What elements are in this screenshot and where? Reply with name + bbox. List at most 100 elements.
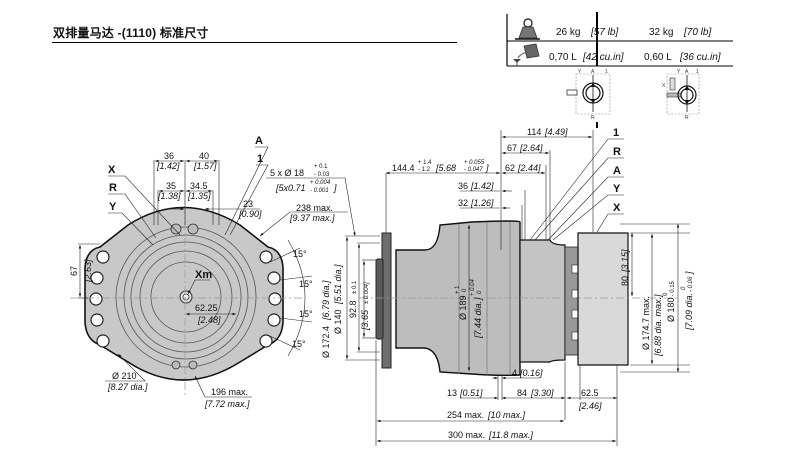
pilot-spigot	[375, 258, 384, 340]
dim-196: 196 max.	[211, 387, 248, 397]
label-xm: Xm	[195, 269, 212, 281]
port-label-a: A	[255, 135, 263, 147]
dim-196-in: [7.72 max.]	[204, 399, 250, 409]
dim-13: 13	[447, 388, 457, 398]
weight-icon	[515, 18, 540, 40]
dim-holes-in-tol-dn: - 0.001	[310, 188, 329, 194]
title-underline	[52, 42, 457, 43]
hydraulic-schematic-single: Y A 1 R	[566, 69, 611, 121]
dim-189-in-tol-up: + 0.04	[470, 278, 476, 296]
dim-172: Ø 172.4	[321, 326, 331, 358]
oil-volume-icon	[513, 43, 540, 66]
dim-84-in: [3.30]	[530, 388, 554, 398]
dim-180-in-close: ]	[684, 271, 694, 275]
dim-36-in: [1.42]	[156, 161, 180, 171]
schematic2-port-x: X	[662, 83, 666, 89]
dim-92-in-tol: ± 0.004]	[364, 282, 370, 304]
dim-62-25-in: [2.48]	[197, 315, 221, 325]
dim-238: 238 max.	[296, 203, 333, 213]
dim-144-tol-up: + 1.4	[418, 160, 432, 166]
port-label-1: 1	[257, 153, 263, 165]
volume-value-2: 0,60 L	[644, 52, 672, 63]
front-view: X R Y A 1 36 [1.42] 40 [1.57] 3	[69, 135, 356, 409]
dim-180: Ø 180	[666, 297, 676, 322]
schematic2-port-a: A	[685, 69, 689, 75]
dim-62: 62	[505, 163, 515, 173]
schematic-port-a: A	[591, 69, 595, 75]
schematic2-port-y: Y	[677, 69, 681, 75]
dim-36-side: 36	[458, 181, 468, 191]
dim-210-in: [8.27 dia.]	[107, 382, 148, 392]
dim-62-in: [2.44]	[517, 163, 541, 173]
dim-92: 92.8	[348, 300, 358, 318]
dim-180-tol-up: 0	[663, 292, 669, 296]
dim-92-in: [3.65	[360, 309, 370, 331]
dim-300-in: [11.8 max.]	[488, 430, 533, 440]
port-label-r: R	[109, 182, 117, 194]
end-cap	[577, 232, 629, 366]
dim-180-in-tol-dn: - 0.06	[688, 276, 694, 292]
dim-254: 254 max.	[447, 410, 484, 420]
side-label-1: 1	[613, 127, 619, 139]
dim-67-side-in: [2.64]	[519, 143, 543, 153]
dim-67-in: [2.63]	[83, 259, 93, 283]
dim-254-in: [10 max.]	[487, 410, 526, 420]
dim-62-5-in: [2.46]	[578, 401, 602, 411]
dim-23-in: [0.90]	[238, 209, 262, 219]
dim-4: 4	[512, 368, 517, 378]
schematic-port-1: 1	[605, 69, 608, 75]
dim-80: 80	[620, 276, 630, 286]
dim-140-in: [5.51 dia.]	[333, 264, 343, 305]
dim-238-in: [9.37 max.]	[289, 213, 335, 223]
dim-189-in-close: ]	[473, 297, 483, 301]
dim-189-in: [7.44 dia.	[473, 301, 483, 339]
dim-62-5: 62.5	[581, 388, 599, 398]
side-label-x: X	[613, 202, 621, 214]
dim-80-in: [3.15]	[620, 249, 630, 273]
side-view: 1 R A Y X 114 [	[321, 127, 694, 446]
dim-62-25: 62.25	[195, 303, 218, 313]
schematic2-port-1: 1	[696, 69, 699, 75]
dim-144: 144.4	[392, 163, 415, 173]
dim-144-in-tol-dn: - 0.047	[464, 167, 483, 173]
dim-180-in-tol-up: 0	[681, 286, 687, 290]
dim-13-in: [0.51]	[459, 388, 483, 398]
dim-114: 114	[527, 127, 541, 137]
hydraulic-schematic-dual: Y A 1 X R	[662, 69, 700, 121]
dim-holes-in-close: ]	[333, 183, 337, 193]
dim-40: 40	[199, 151, 209, 161]
schematic-port-r: R	[591, 115, 595, 121]
volume-value-1: 0,70 L	[549, 52, 577, 63]
dim-holes-tol-dn: - 0.03	[314, 172, 330, 178]
dim-92-tol: ± 0.1	[352, 280, 358, 294]
schematic2-port-r: R	[685, 115, 689, 121]
dim-67: 67	[69, 266, 79, 276]
dim-144-tol-dn: - 1.2	[418, 167, 431, 173]
dim-189: Ø 189	[458, 295, 468, 320]
dim-189-tol-up: + 1	[455, 285, 461, 294]
page-title: 双排量马达 -(1110) 标准尺寸	[53, 26, 209, 40]
dim-114-in: [4.49]	[544, 127, 568, 137]
dim-172-in: [6.79 dia.]	[321, 280, 331, 321]
mounting-holes	[89, 250, 282, 348]
dim-40-in: [1.57]	[193, 161, 217, 171]
volume-imperial-1: [42 cu.in]	[582, 52, 624, 63]
weight-imperial-1: [57 lb]	[590, 27, 618, 38]
dim-144-in-tol-up: + 0.055	[464, 160, 485, 166]
weight-value-1: 26 kg	[556, 27, 580, 38]
volume-imperial-2: [36 cu.in]	[679, 52, 721, 63]
dim-34-5-in: [1.35]	[187, 191, 211, 201]
side-label-y: Y	[613, 183, 621, 195]
angle-15-2: 15°	[299, 279, 313, 289]
dim-84: 84	[517, 388, 527, 398]
dim-300: 300 max.	[448, 430, 485, 440]
dim-36: 36	[164, 151, 174, 161]
spec-table: 26 kg [57 lb] 32 kg [70 lb] 0,70 L [42 c…	[506, 12, 733, 128]
dim-180-tol-dn: - 0.15	[670, 280, 676, 296]
top-ports	[170, 223, 199, 370]
side-label-a: A	[613, 165, 621, 177]
weight-imperial-2: [70 lb]	[683, 27, 711, 38]
dim-holes-in-tol-up: + 0.004	[310, 180, 331, 186]
dim-67-side: 67	[507, 143, 517, 153]
